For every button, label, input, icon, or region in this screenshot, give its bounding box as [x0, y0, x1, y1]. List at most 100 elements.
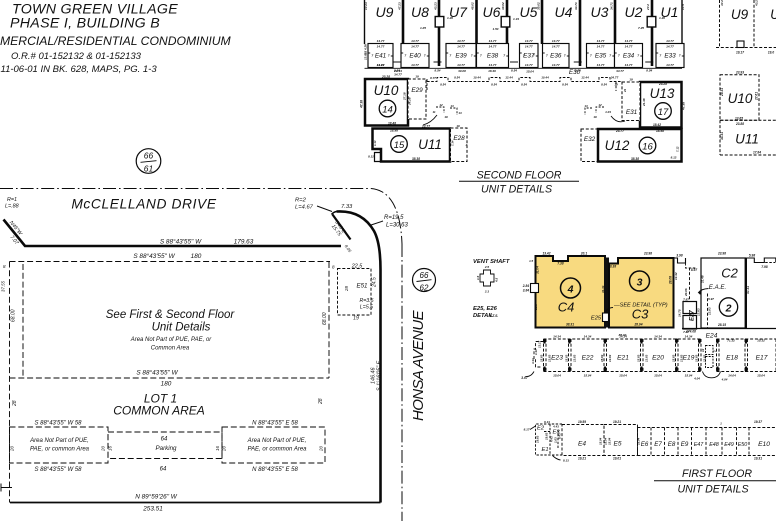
svg-text:7: 7	[372, 54, 374, 58]
svg-text:E35: E35	[595, 53, 607, 60]
svg-text:8.12: 8.12	[368, 155, 374, 159]
svg-text:23.88: 23.88	[735, 122, 744, 126]
svg-text:E51: E51	[356, 283, 367, 290]
svg-text:13.83: 13.83	[573, 354, 577, 362]
svg-text:3.5: 3.5	[364, 50, 368, 55]
svg-text:9.54: 9.54	[440, 83, 446, 87]
svg-text:19.21: 19.21	[578, 457, 586, 461]
svg-text:13.02: 13.02	[377, 63, 385, 67]
svg-text:28.15: 28.15	[717, 323, 726, 327]
svg-text:7: 7	[480, 54, 482, 58]
svg-text:4.28: 4.28	[364, 44, 368, 51]
svg-text:13.83: 13.83	[703, 354, 707, 362]
svg-text:17.5: 17.5	[681, 4, 685, 10]
svg-text:174.08: 174.08	[686, 330, 696, 334]
svg-text:14.77: 14.77	[597, 39, 605, 43]
svg-text:18.46: 18.46	[488, 69, 496, 73]
svg-text:10.44: 10.44	[473, 76, 481, 80]
svg-text:7: 7	[523, 54, 525, 58]
svg-text:1: 1	[720, 422, 722, 426]
svg-text:4.04: 4.04	[693, 377, 700, 381]
svg-text:E41: E41	[375, 53, 387, 60]
svg-text:5.98: 5.98	[749, 254, 755, 258]
svg-text:16: 16	[642, 142, 653, 153]
svg-text:20: 20	[319, 446, 324, 452]
svg-text:7: 7	[533, 54, 535, 58]
svg-text:L=5.5: L=5.5	[360, 305, 373, 311]
svg-text:13.83: 13.83	[548, 354, 552, 362]
svg-text:—SEE DETAIL (TYP): —SEE DETAIL (TYP)	[613, 303, 668, 309]
svg-text:U4: U4	[555, 4, 573, 20]
svg-text:19.0: 19.0	[768, 51, 774, 55]
svg-text:PAE, or common Area: PAE, or common Area	[247, 447, 307, 453]
svg-text:28: 28	[344, 286, 349, 292]
svg-text:E20: E20	[652, 355, 664, 362]
svg-text:30.02: 30.02	[501, 2, 505, 10]
svg-text:U5: U5	[520, 4, 538, 20]
svg-text:13.42: 13.42	[543, 252, 551, 256]
svg-text:UNIT DETAILS: UNIT DETAILS	[677, 484, 748, 496]
svg-text:27.18: 27.18	[403, 92, 407, 101]
svg-text:14.77: 14.77	[666, 45, 674, 49]
svg-text:14.34: 14.34	[553, 335, 561, 339]
svg-text:S 88°43'55" W: S 88°43'55" W	[133, 252, 175, 260]
svg-text:E8: E8	[668, 441, 676, 448]
svg-text:19.37: 19.37	[754, 420, 762, 424]
svg-text:E3: E3	[552, 430, 560, 436]
svg-text:1.5: 1.5	[476, 275, 480, 280]
svg-text:17: 17	[658, 107, 669, 118]
svg-text:MERCIAL/RESIDENTIAL CONDOMINIU: MERCIAL/RESIDENTIAL CONDOMINIUM	[0, 34, 232, 48]
svg-text:S 1°16'05" E: S 1°16'05" E	[377, 360, 383, 391]
svg-text:VENT SHAFT: VENT SHAFT	[473, 259, 510, 265]
svg-text:14.77: 14.77	[597, 63, 605, 67]
svg-text:14.77: 14.77	[625, 63, 633, 67]
svg-text:N.T.S.: N.T.S.	[489, 314, 498, 318]
svg-text:FIRST FLOOR: FIRST FLOOR	[682, 468, 752, 480]
svg-text:3: 3	[637, 277, 643, 289]
svg-text:19.59: 19.59	[578, 420, 586, 424]
svg-text:13.83: 13.83	[697, 308, 701, 316]
svg-text:S 88°43'55" W: S 88°43'55" W	[136, 369, 178, 377]
svg-text:U8: U8	[411, 4, 429, 20]
svg-text:28: 28	[12, 400, 18, 407]
svg-text:U3: U3	[591, 4, 609, 20]
svg-text:14.77: 14.77	[552, 39, 560, 43]
svg-text:E28: E28	[453, 135, 465, 142]
svg-text:18.98: 18.98	[656, 129, 664, 133]
svg-text:1.26: 1.26	[447, 16, 453, 20]
svg-text:12.44: 12.44	[581, 76, 589, 80]
svg-text:61: 61	[144, 164, 154, 174]
svg-text:23.28: 23.28	[658, 82, 667, 86]
svg-text:4.04: 4.04	[721, 378, 728, 382]
svg-text:E34: E34	[623, 53, 635, 60]
svg-text:1.13: 1.13	[373, 140, 377, 146]
svg-text:19.01: 19.01	[613, 457, 621, 461]
svg-text:7.87: 7.87	[683, 330, 689, 334]
svg-text:17.84: 17.84	[753, 151, 761, 155]
svg-text:34.77: 34.77	[394, 73, 402, 77]
svg-text:C4: C4	[558, 300, 575, 315]
svg-text:McCLELLAND DRIVE: McCLELLAND DRIVE	[71, 197, 217, 212]
svg-text:13.03: 13.03	[708, 307, 712, 315]
svg-text:19: 19	[353, 316, 359, 322]
svg-text:U12: U12	[605, 138, 630, 153]
svg-text:180: 180	[161, 381, 172, 388]
svg-text:8.54: 8.54	[562, 83, 568, 87]
svg-text:34.77: 34.77	[611, 76, 619, 80]
svg-text:E37: E37	[523, 53, 535, 60]
svg-text:2.5: 2.5	[484, 265, 490, 269]
svg-text:7: 7	[450, 54, 452, 58]
svg-text:34.77: 34.77	[616, 69, 624, 73]
svg-text:E50: E50	[738, 442, 748, 448]
svg-text:64: 64	[160, 467, 167, 473]
svg-text:6.13: 6.13	[544, 420, 550, 424]
svg-text:1.25: 1.25	[420, 26, 426, 30]
svg-text:8.54: 8.54	[575, 69, 581, 73]
svg-text:13.42: 13.42	[674, 272, 678, 280]
svg-text:18.48: 18.48	[388, 122, 396, 126]
svg-text:20: 20	[222, 446, 227, 452]
svg-text:28: 28	[318, 398, 324, 405]
svg-text:19.83: 19.83	[536, 435, 540, 443]
svg-text:3.34: 3.34	[531, 358, 535, 364]
svg-text:E6: E6	[641, 441, 649, 448]
